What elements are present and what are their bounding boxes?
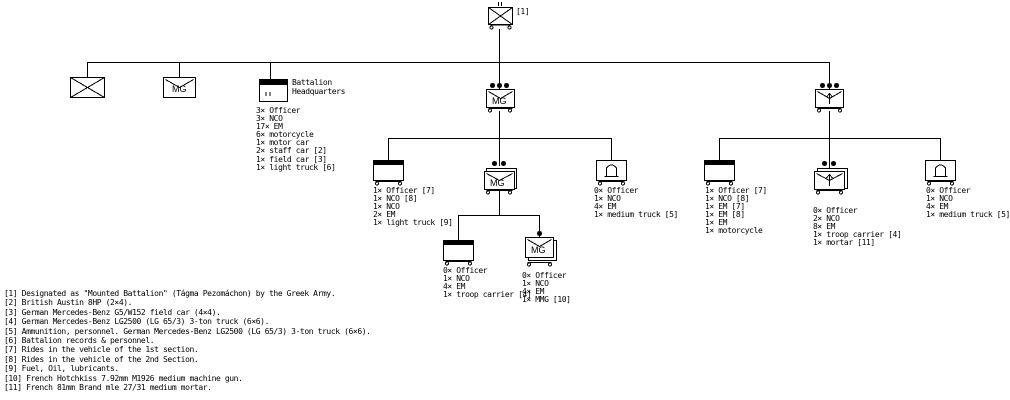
mortar-section-symbol [814, 161, 848, 195]
roster-line: 1× medium truck [5] [594, 210, 678, 220]
footnote: [7] Rides in the vehicle of the 1st sect… [4, 345, 199, 355]
roster-line: 6× motorcycle [256, 130, 314, 140]
roster-line: 1× NCO [522, 279, 549, 289]
roster-line: 1× EM [8] [705, 210, 745, 220]
roster-line: 3× NCO [256, 114, 283, 124]
battalion-symbol [488, 2, 513, 30]
roster-line: 0× Officer [443, 266, 488, 275]
mg-section-symbol [525, 231, 557, 267]
mg-company-1-symbol [486, 83, 515, 113]
mg-section-label: MG [531, 245, 546, 255]
roster-line: 1× mortar [11] [813, 238, 875, 248]
roster-line: 2× NCO [813, 214, 840, 224]
roster-line: 1× NCO [373, 202, 400, 212]
footnote: [4] German Mercedes-Benz LG2500 (LG 65/3… [4, 317, 269, 327]
roster-line: 1× NCO [926, 194, 953, 204]
footnote: [8] Rides in the vehicle of the 2nd Sect… [4, 354, 199, 364]
roster-line: 0× Officer [813, 206, 858, 215]
mg-platoon-label: MG [490, 178, 505, 188]
roster-line: 1× EM [7] [705, 202, 745, 212]
roster-line: 1× field car [3] [256, 154, 327, 164]
mortar-company-symbol [815, 83, 844, 113]
roster-line: 4× EM [522, 287, 545, 297]
footnote: [6] Battalion records & personnel. [4, 336, 155, 345]
mg-section-hq-symbol [443, 240, 474, 266]
footnote: [3] German Mercedes-Benz G5/W152 field c… [4, 307, 221, 317]
roster-line: 1× light truck [9] [373, 218, 453, 228]
mg-platoon-symbol [484, 161, 517, 195]
roster-line: 1× troop carrier [4] [443, 290, 532, 300]
connectors [87, 29, 941, 240]
mortar-platoon-hq-symbol [704, 160, 735, 186]
roster-line: 4× EM [926, 202, 949, 212]
mg-platoon-hq-symbol [373, 160, 404, 186]
roster-line: 1× MMG [10] [522, 295, 571, 305]
roster-line: 4× EM [443, 282, 466, 292]
roster-line: 1× motorcycle [705, 226, 763, 236]
hq-company-symbol [259, 79, 288, 102]
roster-line: 1× light truck [6] [256, 162, 336, 172]
footnote: [10] French Hotchkiss 7.92mm M1926 mediu… [4, 373, 243, 383]
footnote: [1] Designated as "Mounted Battalion" (T… [4, 289, 336, 298]
footnote: [2] British Austin 8HP (2×4). [4, 298, 133, 308]
roster-line: 17× EM [256, 122, 283, 132]
roster-line: 1× EM [705, 218, 728, 228]
mg-platoon-ammo-symbol [596, 160, 627, 186]
roster-line: 1× Officer [7] [373, 186, 435, 195]
roster-line: 8× EM [813, 222, 836, 232]
roster-line: 3× Officer [256, 106, 301, 115]
hq-company-label: Battalion Headquarters [292, 78, 345, 96]
roster-line: 1× NCO [8] [705, 194, 750, 204]
roster-line: 0× Officer [522, 271, 567, 280]
footnote: [9] Fuel, Oil, lubricants. [4, 364, 119, 374]
roster-line: 0× Officer [926, 186, 971, 195]
roster-line: 1× motor car [256, 138, 309, 148]
mortar-platoon-ammo-symbol [925, 160, 956, 186]
mortar-platoon-hq-roster: 1× Officer [7]1× NCO [8]1× EM [7]1× EM [… [705, 186, 767, 236]
roster-line: 0× Officer [594, 186, 639, 195]
roster-line: 1× NCO [594, 194, 621, 204]
footnote: [5] Ammunition, personnel. German Merced… [4, 326, 371, 336]
footnote: [11] French 81mm Brand mle 27/31 medium … [4, 383, 212, 392]
battalion-ref: [1] [516, 7, 530, 16]
roster-line: 1× NCO [443, 274, 470, 284]
roster-line: 2× staff car [2] [256, 146, 327, 156]
roster-line: 1× NCO [8] [373, 194, 418, 204]
roster-line: 1× Officer [7] [705, 186, 767, 195]
roster-line: 1× medium truck [5] [926, 210, 1010, 220]
mg-company-small-label: MG [172, 84, 187, 94]
infantry-company-symbol [70, 74, 105, 98]
mg-company-symbol [163, 74, 196, 98]
roster-line: 2× EM [373, 210, 396, 220]
roster-line: 1× troop carrier [4] [813, 230, 902, 240]
mg-company-1-label: MG [492, 96, 507, 106]
roster-line: 4× EM [594, 202, 617, 212]
